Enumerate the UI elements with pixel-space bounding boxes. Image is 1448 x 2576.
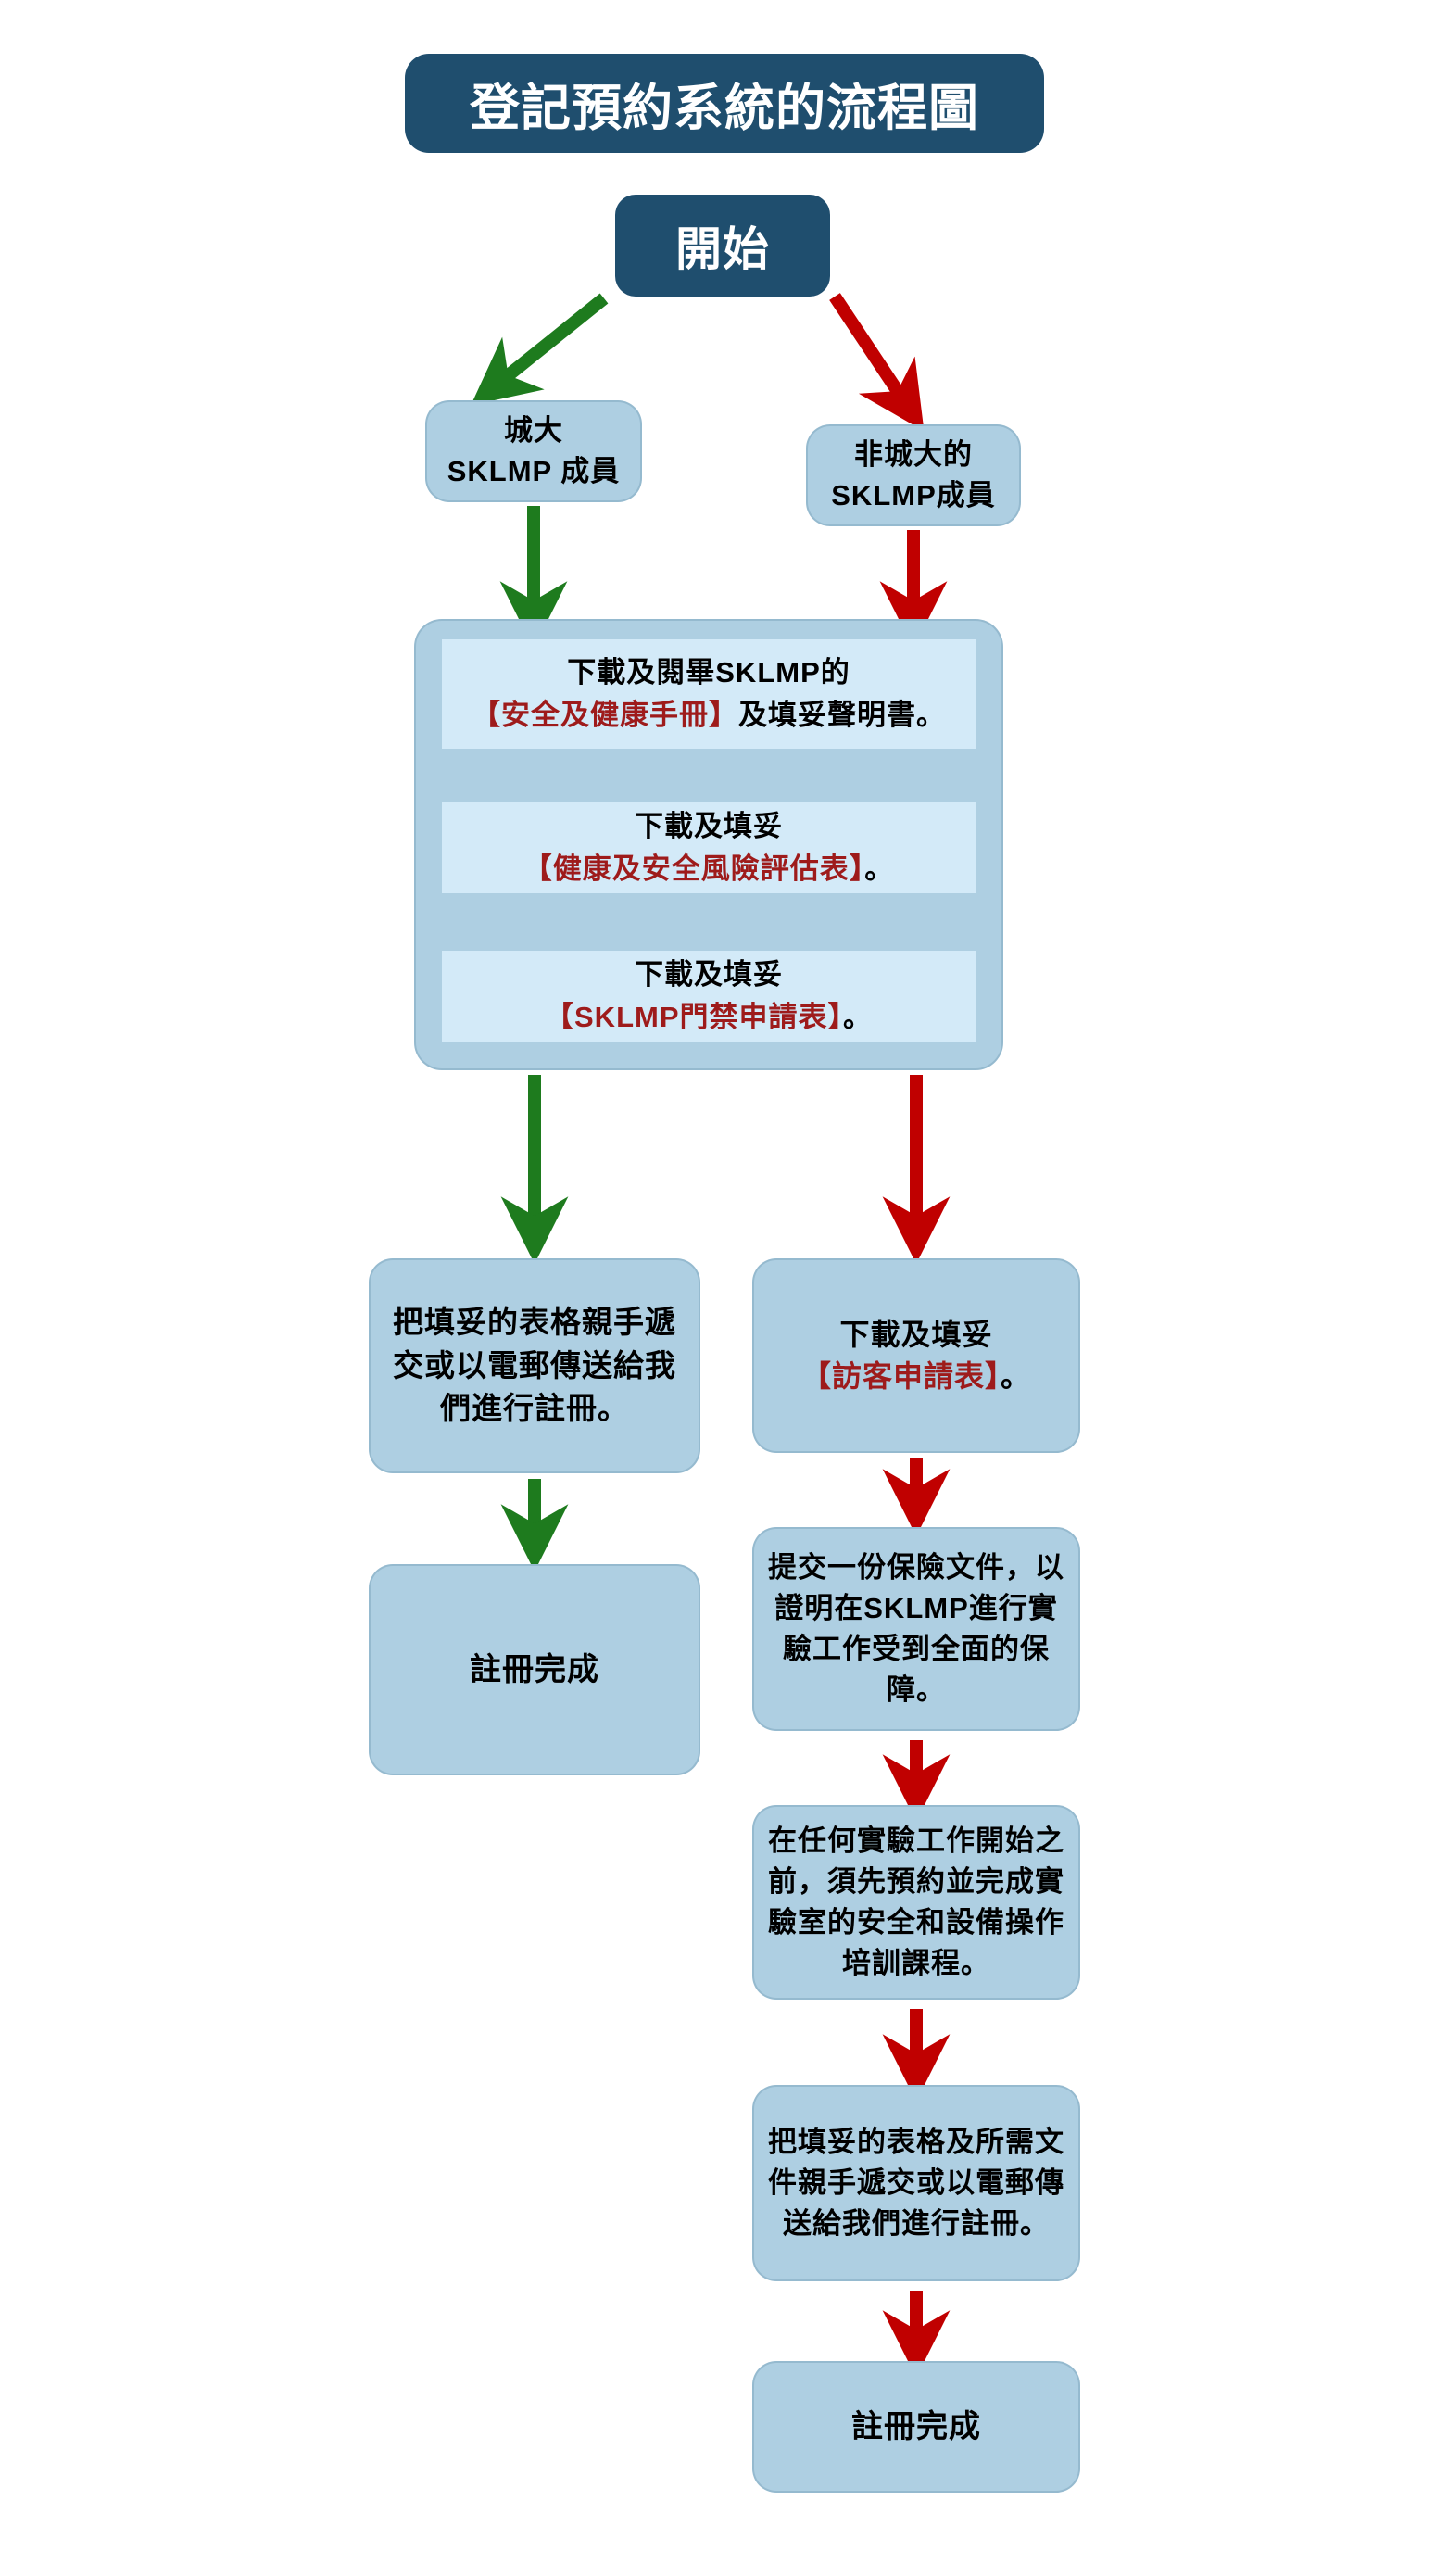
node-visitor-application-form: 下載及填妥 【訪客申請表】。	[752, 1258, 1080, 1453]
step3-line2: 【SKLMP門禁申請表】。	[545, 996, 873, 1040]
arrow-start-to-cityu	[471, 293, 609, 406]
node-registration-complete-right: 註冊完成	[752, 2361, 1080, 2493]
training-text: 在任何實驗工作開始之前，須先預約並完成實驗室的安全和設備操作培訓課程。	[768, 1824, 1064, 1980]
cityu-member-line2: SKLMP 成員	[447, 455, 621, 487]
step3-line1: 下載及填妥	[635, 957, 783, 991]
step3-post: 。	[843, 1001, 873, 1033]
node-registration-complete-left: 註冊完成	[369, 1564, 700, 1775]
start-label: 開始	[675, 223, 770, 275]
registration-complete-left-text: 註冊完成	[470, 1651, 599, 1687]
step2-post: 。	[864, 852, 895, 885]
step-access-application-form: 下載及填妥 【SKLMP門禁申請表】。	[442, 951, 976, 1042]
step-download-handbook: 下載及閱畢SKLMP的 【安全及健康手冊】及填妥聲明書。	[442, 639, 976, 749]
step1-line1: 下載及閱畢SKLMP的	[567, 655, 850, 688]
visitor-form-line1: 下載及填妥	[839, 1317, 993, 1351]
node-safety-training: 在任何實驗工作開始之前，須先預約並完成實驗室的安全和設備操作培訓課程。	[752, 1805, 1080, 2000]
visitor-form-highlight: 【訪客申請表】	[800, 1359, 1001, 1393]
page-title-text: 登記預約系統的流程圖	[470, 81, 979, 136]
submit-forms-right-text: 把填妥的表格及所需文件親手遞交或以電郵傳送給我們進行註冊。	[768, 2125, 1064, 2240]
step-risk-assessment-form: 下載及填妥 【健康及安全風險評估表】。	[442, 802, 976, 893]
node-cityu-member: 城大 SKLMP 成員	[425, 400, 642, 502]
start-node: 開始	[615, 195, 830, 297]
visitor-form-line2: 【訪客申請表】。	[801, 1356, 1031, 1397]
registration-complete-right-text: 註冊完成	[851, 2408, 981, 2444]
step1-highlight: 【安全及健康手冊】	[472, 699, 738, 731]
non-cityu-member-line1: 非城大的	[854, 437, 973, 471]
page-title: 登記預約系統的流程圖	[405, 54, 1044, 153]
step2-highlight: 【健康及安全風險評估表】	[523, 852, 865, 885]
step1-post: 及填妥聲明書。	[738, 699, 946, 731]
step3-highlight: 【SKLMP門禁申請表】	[545, 1001, 843, 1033]
node-non-cityu-member: 非城大的 SKLMP成員	[806, 424, 1021, 526]
submit-forms-left-text: 把填妥的表格親手遞交或以電郵傳送給我們進行註冊。	[393, 1304, 676, 1426]
node-insurance-document: 提交一份保險文件，以證明在SKLMP進行實驗工作受到全面的保障。	[752, 1527, 1080, 1731]
insurance-text: 提交一份保險文件，以證明在SKLMP進行實驗工作受到全面的保障。	[768, 1550, 1064, 1707]
cityu-member-line1: 城大	[504, 413, 563, 447]
step1-line2: 【安全及健康手冊】及填妥聲明書。	[472, 694, 946, 738]
node-submit-forms-right: 把填妥的表格及所需文件親手遞交或以電郵傳送給我們進行註冊。	[752, 2085, 1080, 2281]
node-submit-forms-left: 把填妥的表格親手遞交或以電郵傳送給我們進行註冊。	[369, 1258, 700, 1473]
step2-line1: 下載及填妥	[635, 809, 783, 842]
visitor-form-post: 。	[1001, 1359, 1032, 1393]
non-cityu-member-line2: SKLMP成員	[831, 479, 996, 511]
step2-line2: 【健康及安全風險評估表】。	[523, 848, 895, 891]
arrow-start-to-non-cityu	[829, 293, 925, 432]
